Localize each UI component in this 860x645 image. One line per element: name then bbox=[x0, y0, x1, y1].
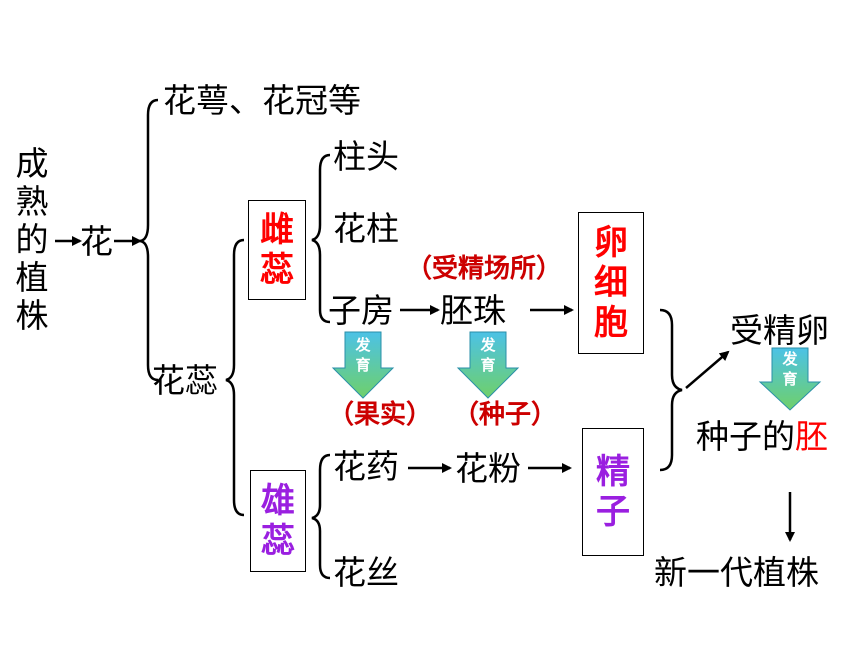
develop-bottom-text: 育 bbox=[480, 356, 496, 374]
stigma-label: 柱头 bbox=[333, 137, 399, 176]
develop-arrow-ovary bbox=[331, 331, 395, 399]
sperm-box: 精子 bbox=[582, 428, 644, 556]
develop-top-text: 发 bbox=[480, 336, 496, 354]
brace-pistil-parts bbox=[311, 153, 331, 324]
ovary-label: 子房 bbox=[328, 291, 394, 330]
flower-label: 花 bbox=[80, 222, 113, 261]
brace-stamen-parts bbox=[311, 453, 331, 580]
embryo-line: 种子的胚 bbox=[696, 420, 828, 453]
egg-cell-label: 卵细胞 bbox=[594, 223, 628, 343]
sperm-label: 精子 bbox=[596, 452, 630, 532]
new-plant-label: 新一代植株 bbox=[654, 553, 819, 592]
zygote-label: 受精卵 bbox=[730, 311, 829, 350]
develop-badge-ovary: 发 育 bbox=[333, 332, 393, 412]
develop-bottom-text: 育 bbox=[782, 370, 798, 388]
ovule-label: 胚珠 bbox=[440, 291, 506, 330]
develop-bottom-text: 育 bbox=[355, 356, 371, 374]
stamen-box: 雄蕊 bbox=[250, 470, 306, 572]
fertilization-site-label: （受精场所） bbox=[406, 254, 563, 284]
brace-fertilization bbox=[659, 308, 683, 472]
mature-plant-label: 成熟的植株 bbox=[15, 144, 49, 335]
pistil-box: 雌蕊 bbox=[248, 200, 306, 300]
pollen-label: 花粉 bbox=[455, 449, 521, 488]
style-label: 花柱 bbox=[333, 209, 399, 248]
develop-badge-ovule: 发 育 bbox=[458, 332, 518, 412]
brace-flower-parts bbox=[139, 98, 159, 382]
brace-stamen-pistil bbox=[225, 238, 245, 517]
arrow-to-zygote bbox=[685, 350, 730, 389]
develop-badge-zygote: 发 育 bbox=[760, 348, 820, 428]
seed-label: （种子） bbox=[453, 400, 558, 430]
anther-label: 花药 bbox=[333, 447, 399, 486]
pistil-label: 雌蕊 bbox=[260, 210, 294, 290]
embryo-label: 胚 bbox=[795, 417, 828, 456]
develop-top-text: 发 bbox=[782, 350, 798, 368]
fruit-label: （果实） bbox=[328, 400, 433, 430]
egg-cell-box: 卵细胞 bbox=[578, 212, 644, 354]
stamen-label: 雄蕊 bbox=[261, 481, 295, 561]
embryo-prefix: 种子的 bbox=[696, 417, 795, 456]
develop-arrow-zygote bbox=[758, 347, 822, 411]
develop-top-text: 发 bbox=[355, 336, 371, 354]
stamen-pistil-group-label: 花蕊 bbox=[152, 361, 218, 400]
develop-arrow-ovule bbox=[456, 331, 520, 399]
filament-label: 花丝 bbox=[333, 553, 399, 592]
sepal-petal-label: 花萼、花冠等 bbox=[163, 81, 361, 120]
